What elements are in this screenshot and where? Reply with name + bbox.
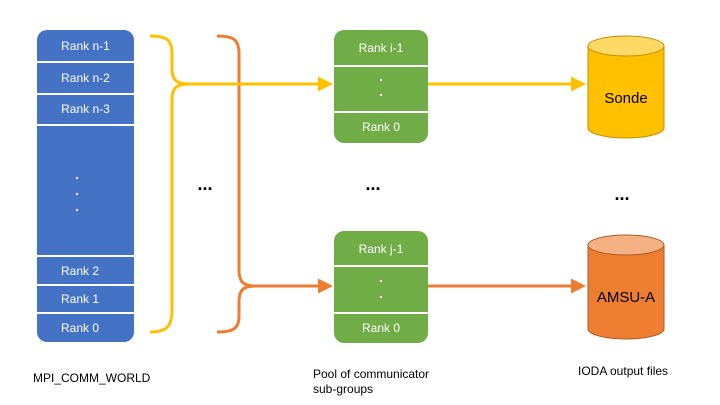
world-stack-body [37, 30, 134, 342]
yellow-brace [149, 34, 191, 334]
mpi-comm-world-caption: MPI_COMM_WORLD [33, 371, 151, 385]
world-rank-n-3: Rank n-3 [61, 102, 110, 116]
world-rank-n-2: Rank n-2 [61, 71, 110, 85]
amsu-file-cylinder: AMSU-A [587, 234, 665, 340]
sonde-cylinder-top [587, 35, 665, 57]
group-j-dot [379, 279, 383, 283]
world-rank-2: Rank 2 [61, 264, 99, 278]
sub-group-i-body [334, 30, 428, 143]
world-rank-n-1: Rank n-1 [61, 39, 110, 53]
group-i-dot [379, 78, 383, 82]
amsu-label: AMSU-A [597, 289, 655, 306]
orange-brace [216, 34, 257, 334]
ioda-output-caption: IODA output files [578, 364, 669, 378]
group-j-dot [379, 295, 383, 299]
world-rank-0: Rank 0 [61, 321, 99, 335]
group-i-dot [379, 93, 383, 97]
ellipsis-files: ... [614, 184, 629, 204]
sonde-cylinder-body [587, 45, 665, 139]
amsu-cylinder-top [587, 234, 665, 256]
world-vertical-dot [75, 192, 79, 196]
sonde-file-cylinder: Sonde [587, 35, 665, 139]
sub-group-j: Rank j-1 Rank 0 [334, 231, 428, 343]
world-vertical-dot [75, 176, 79, 180]
pool-caption: Pool of communicator sub-groups [313, 367, 430, 396]
world-vertical-dot [75, 208, 79, 212]
sub-group-i: Rank i-1 Rank 0 [334, 30, 428, 143]
group-i-bottom-rank: Rank 0 [362, 120, 400, 134]
ellipsis-left: ... [197, 174, 212, 194]
ellipsis-groups: ... [365, 174, 380, 194]
sonde-label: Sonde [604, 90, 647, 107]
amsu-cylinder-body [587, 244, 665, 340]
group-i-top-rank: Rank i-1 [359, 41, 404, 55]
world-rank-1: Rank 1 [61, 292, 99, 306]
mpi-comm-world-stack: Rank n-1 Rank n-2 Rank n-3 Rank 2 Rank 1… [37, 30, 134, 342]
group-j-bottom-rank: Rank 0 [362, 321, 400, 335]
group-j-top-rank: Rank j-1 [359, 242, 404, 256]
sub-group-j-body [334, 231, 428, 343]
